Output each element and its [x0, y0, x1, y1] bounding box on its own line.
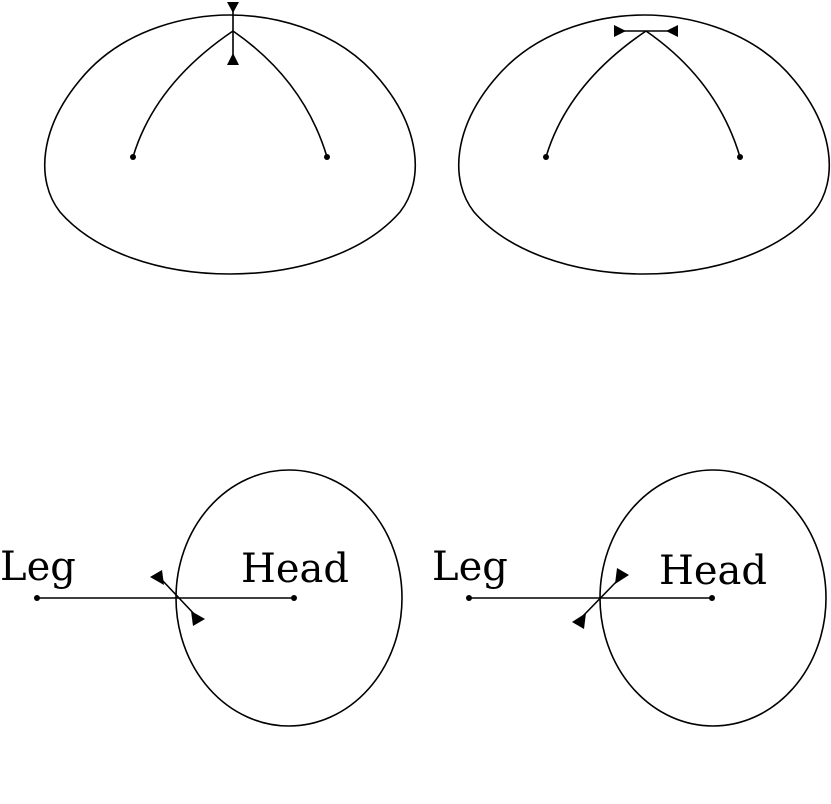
arrowhead-icon	[191, 611, 205, 626]
arc-right	[645, 30, 741, 158]
crossing-tick	[161, 579, 197, 617]
leg-label: Leg	[0, 544, 76, 590]
bean-outline	[457, 14, 831, 275]
endpoint-dot	[737, 154, 743, 160]
leg-endpoint-dot	[466, 595, 472, 601]
panel-top-right	[457, 14, 831, 275]
arc-left	[132, 30, 234, 158]
arrowhead-up-icon	[227, 53, 239, 65]
arrowhead-down-icon	[227, 2, 239, 13]
arrowhead-left-icon	[666, 25, 678, 37]
leg-endpoint-dot	[34, 595, 40, 601]
head-endpoint-dot	[291, 595, 297, 601]
arc-left	[545, 30, 647, 158]
arc-right	[232, 30, 328, 158]
panel-bottom-left: Leg Head	[0, 469, 403, 727]
arrowhead-icon	[150, 570, 164, 585]
crossing-tick	[581, 579, 619, 618]
panel-bottom-right: Leg Head	[432, 469, 827, 727]
arrowhead-icon	[572, 613, 586, 629]
head-label: Head	[659, 548, 767, 594]
panel-top-left	[43, 2, 417, 275]
leg-label: Leg	[432, 544, 508, 590]
endpoint-dot	[324, 154, 330, 160]
arrowhead-right-icon	[614, 25, 626, 37]
endpoint-dot	[130, 154, 136, 160]
bean-outline	[43, 14, 417, 275]
endpoint-dot	[543, 154, 549, 160]
head-endpoint-dot	[709, 595, 715, 601]
head-label: Head	[241, 546, 349, 592]
arrowhead-icon	[615, 568, 629, 584]
